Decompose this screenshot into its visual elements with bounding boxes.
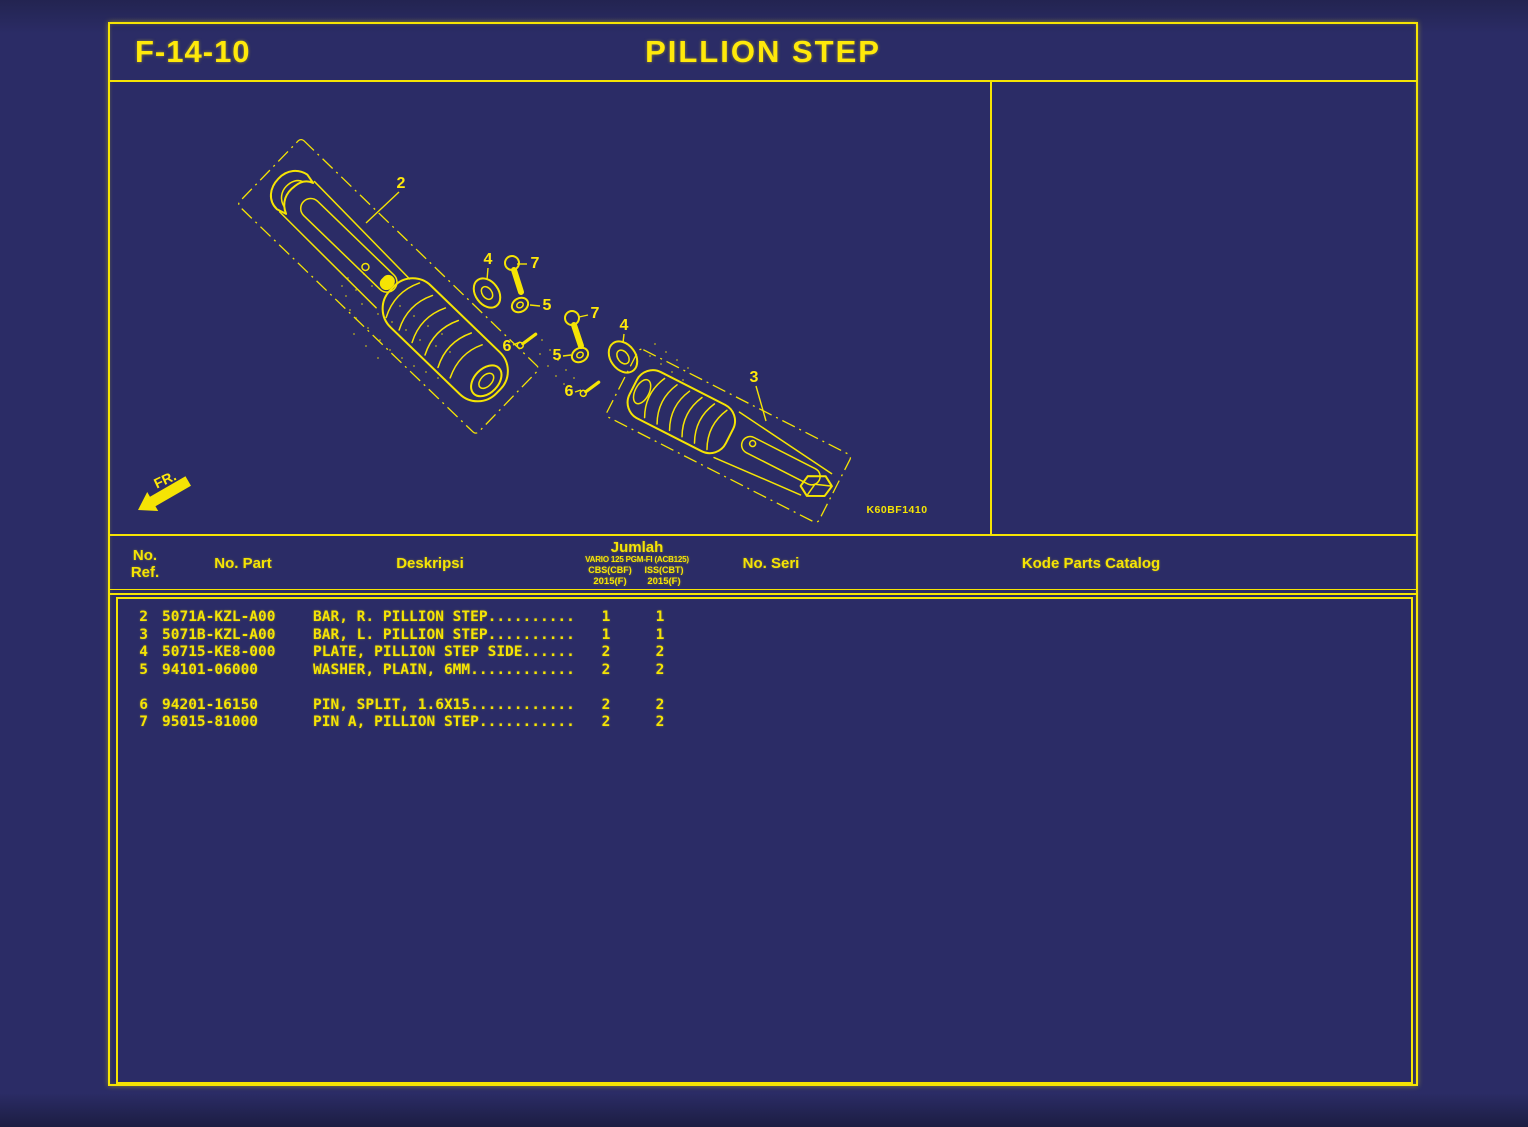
callout-2: 2 bbox=[397, 175, 406, 192]
cell-qty-cbs: 1 bbox=[601, 609, 611, 625]
callout-4-lower: 4 bbox=[620, 317, 629, 334]
table-row: 5 94101-06000 WASHER, PLAIN, 6MM........… bbox=[118, 662, 1411, 680]
part-7-pin-upper bbox=[504, 255, 524, 295]
cell-qty-iss: 2 bbox=[655, 644, 665, 660]
leader-lines bbox=[365, 191, 767, 422]
cell-part-number: 94201-16150 bbox=[162, 696, 259, 713]
cell-description: BAR, R. PILLION STEP.......... bbox=[313, 609, 575, 625]
quantity-group-title: Jumlah bbox=[610, 539, 664, 556]
callout-7-lower: 7 bbox=[591, 305, 600, 322]
cell-ref: 3 bbox=[139, 626, 148, 643]
cell-part-number: 95015-81000 bbox=[162, 714, 259, 730]
column-header-serial: No. Seri bbox=[742, 555, 800, 572]
part-4-plate-upper bbox=[472, 277, 502, 309]
cell-description: WASHER, PLAIN, 6MM............ bbox=[313, 661, 575, 678]
part-6-split-pin-upper bbox=[516, 332, 538, 350]
cell-qty-iss: 2 bbox=[655, 661, 665, 678]
page-title: PILLION STEP bbox=[645, 34, 881, 69]
cell-description: PIN, SPLIT, 1.6X15............ bbox=[313, 696, 575, 713]
part-4-plate-lower bbox=[607, 340, 639, 374]
callout-7-upper: 7 bbox=[531, 255, 540, 272]
table-body: 2 5071A-KZL-A00 BAR, R. PILLION STEP....… bbox=[116, 597, 1413, 1084]
table-row: 6 94201-16150 PIN, SPLIT, 1.6X15........… bbox=[118, 697, 1411, 715]
table-row: 4 50715-KE8-000 PLATE, PILLION STEP SIDE… bbox=[118, 644, 1411, 662]
cell-description: PLATE, PILLION STEP SIDE...... bbox=[313, 644, 575, 660]
table-row: 2 5071A-KZL-A00 BAR, R. PILLION STEP....… bbox=[118, 609, 1411, 627]
cell-qty-cbs: 2 bbox=[601, 696, 611, 713]
cell-qty-cbs: 2 bbox=[601, 661, 611, 678]
column-header-catalog: Kode Parts Catalog bbox=[1021, 555, 1161, 572]
callout-6-upper: 6 bbox=[503, 338, 512, 355]
exploded-parts-diagram: 2 4 7 5 6 7 4 5 6 3 FR. K60BF14 bbox=[138, 138, 927, 523]
cell-ref: 4 bbox=[139, 644, 148, 660]
cell-part-number: 5071B-KZL-A00 bbox=[162, 626, 276, 643]
part-3-bar-left bbox=[605, 348, 852, 523]
cell-description: PIN A, PILLION STEP........... bbox=[313, 714, 575, 730]
table-row: 3 5071B-KZL-A00 BAR, L. PILLION STEP....… bbox=[118, 627, 1411, 645]
table-rows: 2 5071A-KZL-A00 BAR, R. PILLION STEP....… bbox=[118, 609, 1411, 732]
column-header-quantity-group: Jumlah VARIO 125 PGM-FI (ACB125) CBS(CBF… bbox=[547, 536, 727, 589]
quantity-subcolumn-iss: ISS(CBT) bbox=[644, 565, 684, 575]
quantity-subcolumn-cbs: CBS(CBF) bbox=[588, 565, 632, 575]
figure-code: K60BF1410 bbox=[866, 504, 927, 516]
column-header-description: Deskripsi bbox=[396, 555, 464, 572]
callout-3: 3 bbox=[750, 369, 759, 386]
cell-qty-iss: 2 bbox=[655, 714, 665, 730]
page-frame: F-14-10 PILLION STEP bbox=[108, 22, 1418, 1086]
cell-qty-cbs: 2 bbox=[601, 644, 611, 660]
column-header-ref: No. Ref. bbox=[130, 547, 160, 581]
part-7-pin-lower bbox=[564, 310, 584, 349]
part-6-split-pin-lower bbox=[579, 380, 601, 398]
cell-part-number: 94101-06000 bbox=[162, 661, 259, 678]
content-area: 2 4 7 5 6 7 4 5 6 3 FR. K60BF14 bbox=[110, 82, 1416, 536]
cell-qty-cbs: 1 bbox=[601, 626, 611, 643]
part-5-washer-upper bbox=[510, 296, 530, 314]
quantity-model-label: VARIO 125 PGM-FI (ACB125) bbox=[585, 555, 689, 564]
cell-ref: 6 bbox=[139, 696, 148, 713]
part-2-bar-right bbox=[238, 138, 539, 434]
callout-5-lower: 5 bbox=[553, 347, 562, 364]
stipple-texture bbox=[341, 273, 689, 391]
page-code: F-14-10 bbox=[135, 34, 251, 69]
column-header-part: No. Part bbox=[214, 555, 272, 572]
cell-qty-iss: 1 bbox=[655, 626, 665, 643]
cell-part-number: 50715-KE8-000 bbox=[162, 644, 276, 660]
cell-ref: 7 bbox=[139, 714, 148, 730]
table-header-divider bbox=[110, 593, 1416, 595]
cell-ref: 2 bbox=[139, 609, 148, 625]
cell-description: BAR, L. PILLION STEP.......... bbox=[313, 626, 575, 643]
front-direction-arrow bbox=[138, 476, 191, 512]
diagram-pane: 2 4 7 5 6 7 4 5 6 3 FR. K60BF14 bbox=[110, 82, 992, 534]
table-row: 7 95015-81000 PIN A, PILLION STEP.......… bbox=[118, 714, 1411, 732]
callout-5-upper: 5 bbox=[543, 297, 552, 314]
cell-qty-iss: 1 bbox=[655, 609, 665, 625]
quantity-subcolumn-cbs-year: 2015(F) bbox=[593, 576, 627, 587]
table-row-gap bbox=[118, 679, 1411, 697]
part-5-washer-lower bbox=[570, 346, 590, 364]
callout-6-lower: 6 bbox=[565, 383, 574, 400]
title-bar: F-14-10 PILLION STEP bbox=[110, 24, 1416, 82]
cell-qty-cbs: 2 bbox=[601, 714, 611, 730]
cell-part-number: 5071A-KZL-A00 bbox=[162, 609, 276, 625]
cell-ref: 5 bbox=[139, 661, 148, 678]
quantity-subcolumn-iss-year: 2015(F) bbox=[647, 576, 681, 587]
table-header: No. Ref. No. Part Deskripsi Jumlah VARIO… bbox=[110, 536, 1416, 590]
notes-pane-empty bbox=[992, 82, 1416, 534]
callout-4-upper: 4 bbox=[484, 251, 493, 268]
cell-qty-iss: 2 bbox=[655, 696, 665, 713]
